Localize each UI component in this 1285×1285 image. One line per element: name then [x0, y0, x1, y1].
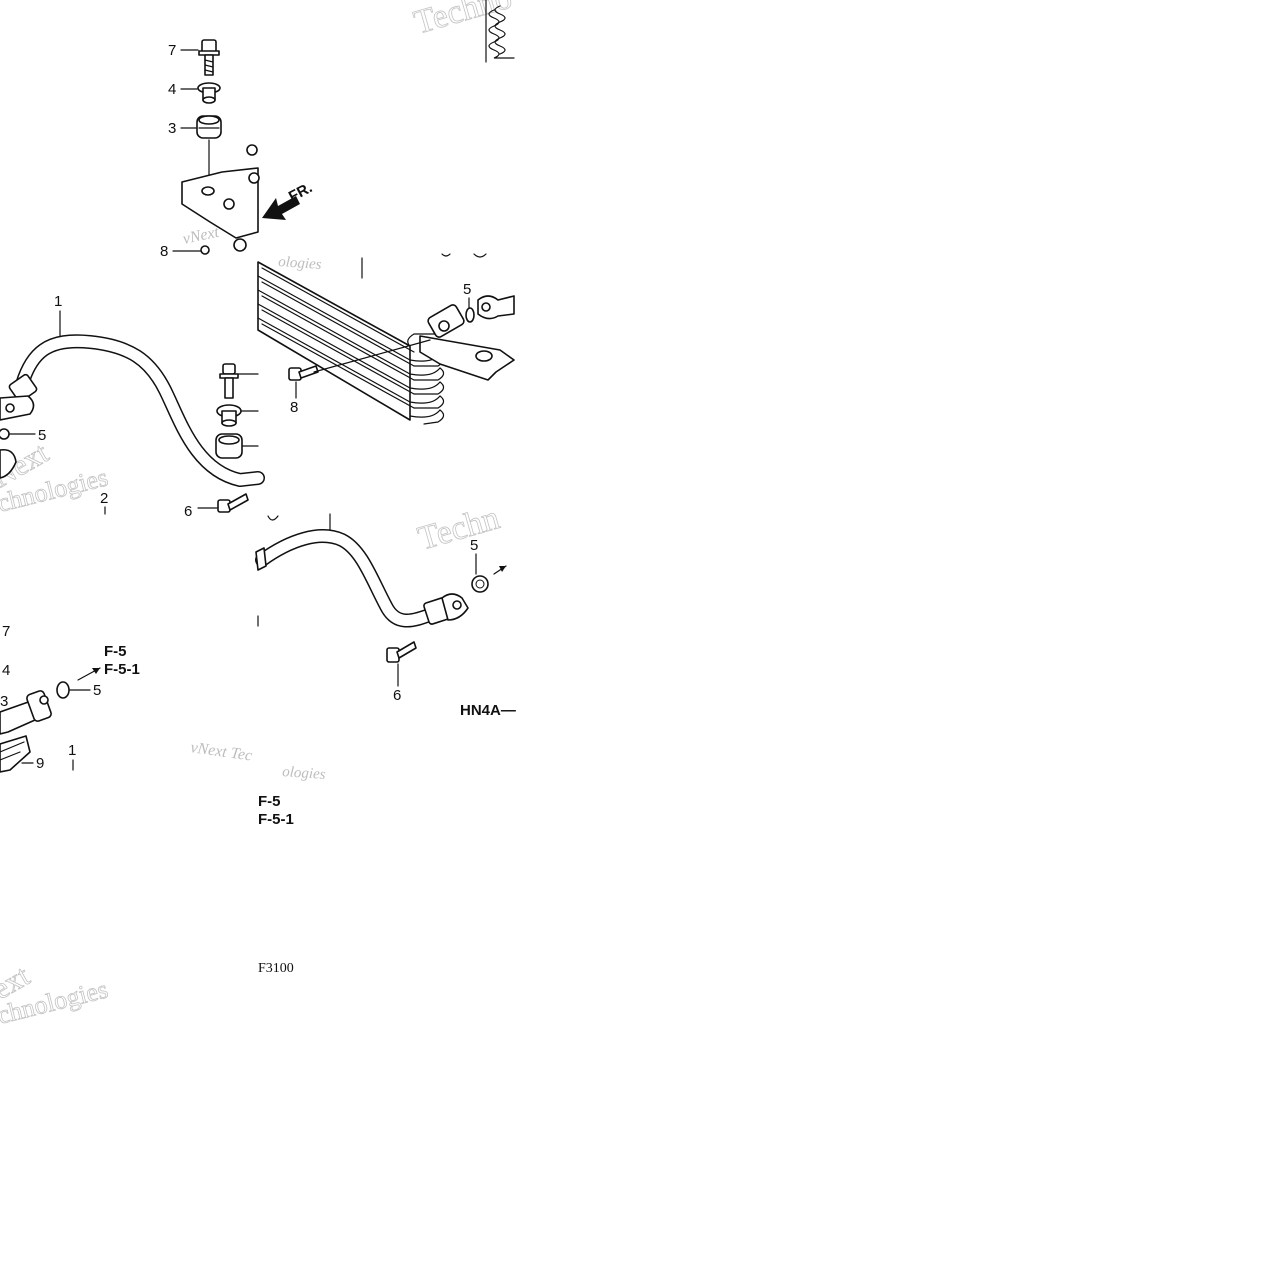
- callout-2: 2: [100, 490, 108, 507]
- pipe-connector-icon: [477, 295, 515, 320]
- flange-bolt-icon: [386, 641, 417, 663]
- pipe-flange-icon: [423, 593, 469, 625]
- watermark-text: ologies: [278, 254, 323, 273]
- callout-5: 5: [38, 427, 46, 444]
- bottom-left-tile: 7 4 3 5 1 9 F-5 F-5-1: [0, 623, 140, 773]
- cooler-coil-icon: [485, 0, 515, 63]
- callout-3: 3: [168, 120, 176, 137]
- reference-f5-1: F-5-1: [258, 811, 294, 828]
- part-number-prefix: HN4A—: [460, 702, 516, 719]
- cooler-bracket-icon: [181, 144, 260, 255]
- callout-1: 1: [68, 742, 76, 759]
- oil-cooler-icon: [257, 257, 515, 425]
- callout-1: 1: [54, 293, 62, 310]
- oil-pipe-icon: [255, 529, 439, 628]
- callout-4: 4: [2, 662, 10, 679]
- watermark-layer: Techno vNext ologies Next chnologies Tec…: [0, 0, 516, 1030]
- callout-5: 5: [463, 281, 471, 298]
- front-direction-arrow-icon: [262, 196, 300, 220]
- middle-left-tile: 1 5 2 6: [0, 293, 265, 520]
- watermark-text: Techn: [414, 499, 504, 557]
- watermark-text: ologies: [282, 764, 327, 783]
- rubber-grommet-icon: [196, 115, 222, 139]
- flange-bolt-icon: [198, 39, 220, 76]
- callout-7: 7: [168, 42, 176, 59]
- callout-5: 5: [470, 537, 478, 554]
- diagram-code: F3100: [258, 961, 294, 976]
- callout-3: 3: [0, 693, 8, 710]
- callout-4: 4: [168, 81, 176, 98]
- o-ring-icon: [465, 307, 475, 323]
- top-left-tile: FR. 7 4 3 8: [160, 39, 315, 260]
- middle-right-tile: 5 8: [257, 253, 515, 425]
- watermark-text: vNext Tec: [189, 739, 253, 764]
- pipe-flange-icon: [0, 373, 38, 421]
- flange-bolt-icon: [288, 365, 319, 381]
- collar-icon: [197, 82, 221, 104]
- watermark-text: vNext: [181, 224, 221, 248]
- reference-f5-1: F-5-1: [104, 661, 140, 678]
- callout-7: 7: [2, 623, 10, 640]
- flange-bolt-icon: [219, 363, 259, 399]
- collar-icon: [216, 404, 259, 427]
- o-ring-icon: [0, 428, 10, 440]
- o-ring-icon: [56, 681, 70, 699]
- callout-6: 6: [393, 687, 401, 704]
- bottom-right-tile: 5 6 F-5 F-5-1 HN4A—: [255, 513, 516, 828]
- callout-8: 8: [290, 399, 298, 416]
- pipe-end-icon: [0, 448, 17, 479]
- pipe-section-icon: [0, 690, 52, 773]
- callout-6: 6: [184, 503, 192, 520]
- reference-f5: F-5: [104, 643, 127, 660]
- callout-8: 8: [160, 243, 168, 260]
- top-right-tile: [485, 0, 515, 63]
- flange-bolt-icon: [217, 493, 249, 513]
- oil-pipe-icon: [13, 334, 265, 487]
- rubber-grommet-icon: [215, 433, 259, 459]
- callout-9: 9: [36, 755, 44, 772]
- reference-f5: F-5: [258, 793, 281, 810]
- callout-5: 5: [93, 682, 101, 699]
